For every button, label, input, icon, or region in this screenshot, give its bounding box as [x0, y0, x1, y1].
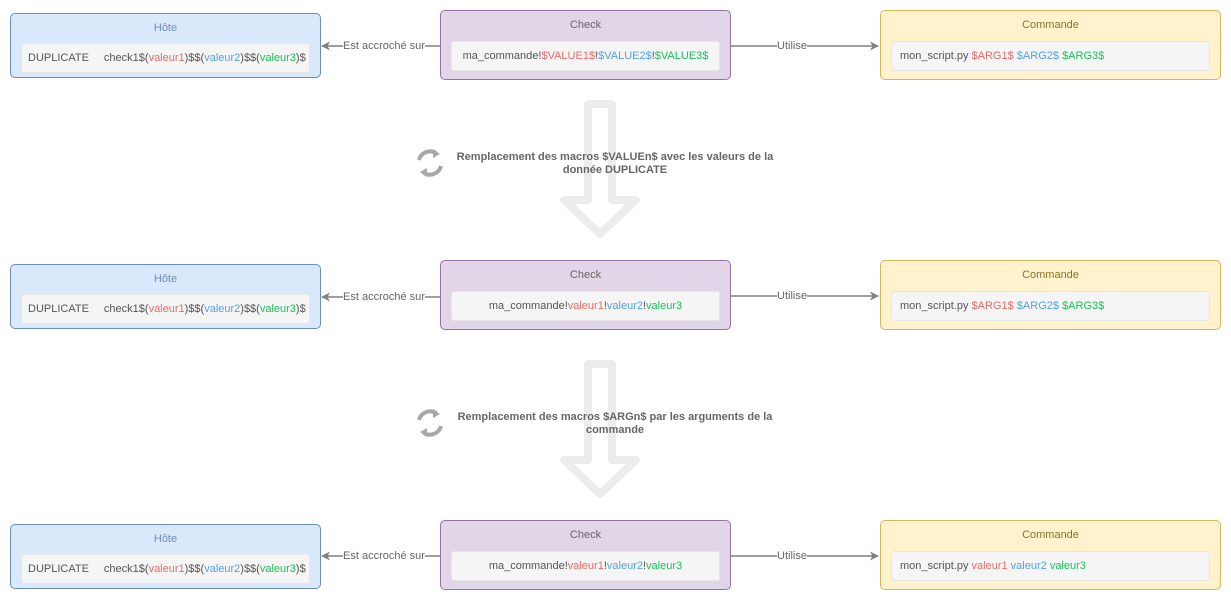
text-segment: )$$( [240, 563, 260, 575]
text-segment: ma_commande! [462, 50, 542, 62]
check-box: Check ma_commande!valeur1!valeur2!valeur… [440, 520, 731, 590]
value3-text: valeur3 [1049, 560, 1086, 572]
edge-label-attached: Est accroché sur [343, 40, 425, 52]
text-segment: check1$( [103, 563, 149, 575]
text-segment: )$$( [184, 52, 205, 64]
text-segment: mon_script.py [900, 50, 972, 62]
text-segment: check1$( [103, 52, 149, 64]
value2-text: valeur2 [606, 300, 643, 312]
edge-label-uses: Utilise [777, 550, 807, 562]
text-segment: )$$( [184, 303, 205, 315]
command-content: mon_script.py $ARG1$ $ARG2$ $ARG3$ [891, 41, 1210, 71]
text-segment: mon_script.py [900, 300, 972, 312]
value2-text: valeur2 [1010, 560, 1047, 572]
command-content: mon_script.py $ARG1$ $ARG2$ $ARG3$ [891, 291, 1210, 321]
command-title: Commande [1022, 269, 1079, 281]
step-description: Remplacement des macros $VALUEn$ avec le… [456, 151, 774, 176]
edge-label-attached: Est accroché sur [343, 291, 425, 303]
text-segment: )$ [295, 563, 306, 575]
value1-text: valeur1 [567, 300, 604, 312]
command-box: Commande mon_script.py $ARG1$ $ARG2$ $AR… [880, 10, 1221, 80]
command-title: Commande [1022, 529, 1079, 541]
edge-label-uses: Utilise [777, 40, 807, 52]
value2-text: valeur2 [204, 563, 241, 575]
text-segment: ! [595, 50, 599, 62]
value3-text: valeur3 [646, 560, 683, 572]
value1-text: valeur1 [148, 303, 185, 315]
step-arrow-1 [560, 100, 640, 238]
command-box: Commande mon_script.py valeur1 valeur2 v… [880, 520, 1221, 590]
text-segment: ! [651, 50, 655, 62]
check-content: ma_commande!$VALUE1$!$VALUE2$!$VALUE3$ [451, 41, 720, 71]
cycle-icon [417, 149, 443, 177]
text-segment: mon_script.py [900, 560, 972, 572]
check-box: Check ma_commande!$VALUE1$!$VALUE2$!$VAL… [440, 10, 731, 80]
value1-text: $VALUE1$ [541, 50, 596, 62]
check-content: ma_commande!valeur1!valeur2!valeur3 [451, 551, 720, 581]
command-title: Commande [1022, 19, 1079, 31]
check-title: Check [569, 269, 602, 281]
command-box: Commande mon_script.py $ARG1$ $ARG2$ $AR… [880, 260, 1221, 330]
text-segment: ! [603, 300, 607, 312]
value1-text: $ARG1$ [971, 50, 1014, 62]
text-segment: check1$( [103, 303, 149, 315]
value1-text: valeur1 [567, 560, 604, 572]
step-arrow-2 [560, 360, 640, 498]
value1-text: valeur1 [971, 560, 1008, 572]
text-segment: ! [603, 560, 607, 572]
duplicate-label: DUPLICATE [28, 563, 89, 575]
value3-text: valeur3 [259, 52, 296, 64]
check-title: Check [569, 529, 602, 541]
text-segment: ma_commande! [488, 560, 568, 572]
down-arrow-icon [560, 360, 640, 498]
host-title: Hôte [153, 22, 178, 34]
host-title: Hôte [153, 533, 178, 545]
text-segment: ! [642, 560, 647, 572]
text-segment: )$$( [184, 563, 205, 575]
text-segment: )$ [295, 303, 306, 315]
duplicate-label: DUPLICATE [28, 52, 89, 64]
edge-label-attached: Est accroché sur [343, 550, 425, 562]
value2-text: valeur2 [606, 560, 643, 572]
text-segment: ! [642, 300, 647, 312]
value2-text: $ARG2$ [1016, 300, 1059, 312]
value2-text: valeur2 [204, 52, 241, 64]
check-title: Check [569, 19, 602, 31]
check-content: ma_commande!valeur1!valeur2!valeur3 [451, 291, 720, 321]
value3-text: $VALUE3$ [654, 50, 709, 62]
text-segment: )$ [295, 52, 306, 64]
text-segment: )$$( [240, 303, 260, 315]
duplicate-label: DUPLICATE [28, 303, 89, 315]
text-segment: ma_commande! [488, 300, 568, 312]
value1-text: valeur1 [148, 563, 185, 575]
value2-text: valeur2 [204, 303, 241, 315]
value3-text: $ARG3$ [1062, 300, 1105, 312]
command-content: mon_script.py valeur1 valeur2 valeur3 [891, 551, 1210, 581]
value2-text: $ARG2$ [1016, 50, 1059, 62]
check-box: Check ma_commande!valeur1!valeur2!valeur… [440, 260, 731, 330]
text-segment: )$$( [240, 52, 260, 64]
value2-text: $VALUE2$ [598, 50, 652, 62]
value3-text: valeur3 [259, 563, 296, 575]
value1-text: valeur1 [148, 52, 185, 64]
step-description: Remplacement des macros $ARGn$ par les a… [457, 411, 773, 436]
edge-label-uses: Utilise [777, 290, 807, 302]
value3-text: valeur3 [259, 303, 296, 315]
value3-text: valeur3 [646, 300, 683, 312]
value1-text: $ARG1$ [971, 300, 1014, 312]
host-title: Hôte [153, 273, 178, 285]
value3-text: $ARG3$ [1062, 50, 1105, 62]
down-arrow-icon [560, 100, 640, 238]
cycle-icon [417, 409, 443, 437]
